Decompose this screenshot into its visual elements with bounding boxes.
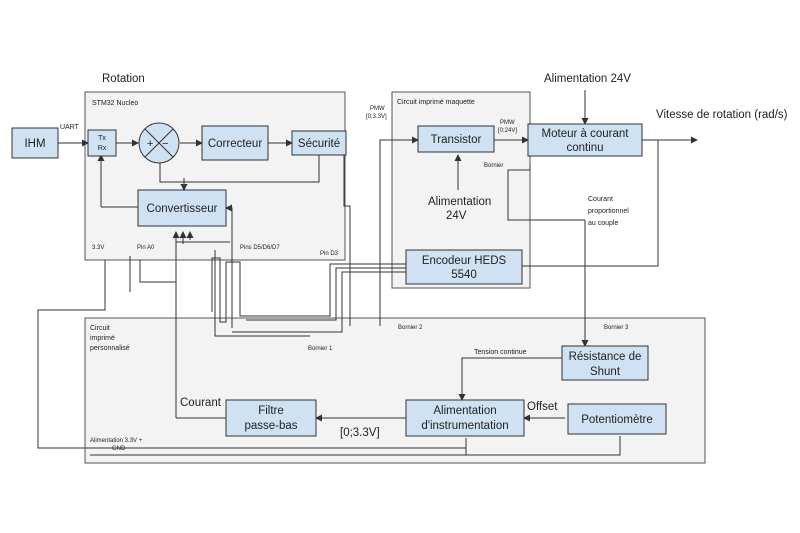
nucleo-zone — [84, 91, 346, 261]
correcteur-label: Correcteur — [208, 138, 262, 150]
courant-label-3: au couple — [588, 220, 618, 227]
offset-label: Offset — [527, 401, 558, 413]
courant-label-1: Courant — [588, 196, 613, 203]
bornier-2-label: Bornier 2 — [398, 325, 423, 331]
pin-d3-label: Pin D3 — [320, 251, 339, 257]
courant-filter-label: Courant — [180, 397, 222, 409]
potentiometre-block[interactable]: Potentiomètre — [567, 403, 667, 435]
convertisseur-label: Convertisseur — [147, 203, 218, 215]
transistor-label: Transistor — [431, 134, 482, 146]
minus-sign: − — [162, 138, 168, 150]
moteur-block[interactable]: Moteur à courant continu — [527, 123, 643, 157]
perso-title-3: personnalisé — [90, 345, 130, 352]
shunt-label-1: Résistance de — [569, 351, 642, 363]
ihm-block[interactable]: IHM — [11, 127, 59, 159]
pin-33-label: 3.3V — [92, 245, 104, 251]
pins-d5-label: Pins D5/D6/D7 — [240, 245, 280, 251]
perso-title-2: imprimé — [90, 335, 115, 342]
convertisseur-block[interactable]: Convertisseur — [137, 189, 227, 227]
encodeur-label-1: Encodeur HEDS — [422, 255, 507, 267]
perso-zone — [84, 317, 706, 464]
ihm-label: IHM — [24, 138, 45, 150]
encodeur-label-2: 5540 — [451, 269, 477, 281]
maquette-alim-2: 24V — [446, 210, 467, 222]
encodeur-block[interactable]: Encodeur HEDS 5540 — [405, 249, 523, 285]
pin-a0-label: Pin A0 — [137, 245, 155, 251]
tension-continue-label: Tension continue — [474, 349, 527, 356]
bornier-1-label: Bornier 1 — [308, 346, 333, 352]
securite-label: Sécurité — [298, 138, 340, 150]
tx-label: Tx — [98, 135, 106, 142]
shunt-label-2: Shunt — [590, 366, 621, 378]
securite-block[interactable]: Sécurité — [291, 130, 347, 156]
plus-sign: + — [147, 138, 153, 150]
rotation-label: Rotation — [102, 73, 145, 85]
filtre-label-1: Filtre — [258, 405, 284, 417]
filtre-block[interactable]: Filtre passe-bas — [225, 399, 317, 437]
pmw-in-label-1: PMW — [370, 106, 385, 112]
instrumentation-block[interactable]: Alimentation d'instrumentation — [405, 399, 525, 437]
pmw-out-label-1: PMW — [500, 120, 515, 126]
maquette-alim-1: Alimentation — [428, 196, 491, 208]
transistor-block[interactable]: Transistor — [417, 125, 495, 153]
shunt-block[interactable]: Résistance de Shunt — [561, 345, 649, 381]
range-label: [0;3.3V] — [340, 427, 380, 439]
alim-33-label-1: Alimentation 3.3V + — [90, 438, 143, 444]
moteur-label-2: continu — [566, 142, 603, 154]
correcteur-block[interactable]: Correcteur — [201, 125, 269, 161]
potentiometre-label: Potentiomètre — [581, 414, 653, 426]
bornier-label: Bornier — [484, 163, 503, 169]
instrumentation-label-2: d'instrumentation — [421, 420, 508, 432]
perso-title-1: Circuit — [90, 325, 110, 332]
instrumentation-label-1: Alimentation — [433, 405, 496, 417]
pmw-in-label-2: [0;3.3V] — [366, 114, 387, 120]
alim24-top-label: Alimentation 24V — [544, 73, 631, 85]
filtre-label-2: passe-bas — [244, 420, 297, 432]
uart-label: UART — [60, 124, 80, 131]
moteur-label-1: Moteur à courant — [542, 128, 630, 140]
wires — [37, 90, 698, 456]
maquette-title: Circuit imprimé maquette — [397, 99, 475, 106]
bornier-3-label: Bornier 3 — [604, 325, 629, 331]
summing-junction: + − — [138, 122, 180, 164]
rx-label: Rx — [98, 145, 107, 152]
alim-33-label-2: GND — [112, 446, 126, 452]
nucleo-title: STM32 Nucleo — [92, 100, 138, 107]
txrx-block[interactable]: Tx Rx — [87, 129, 117, 157]
courant-label-2: proportionnel — [588, 208, 629, 215]
vitesse-label: Vitesse de rotation (rad/s) — [656, 109, 788, 121]
pmw-out-label-2: [0;24V] — [498, 128, 517, 134]
